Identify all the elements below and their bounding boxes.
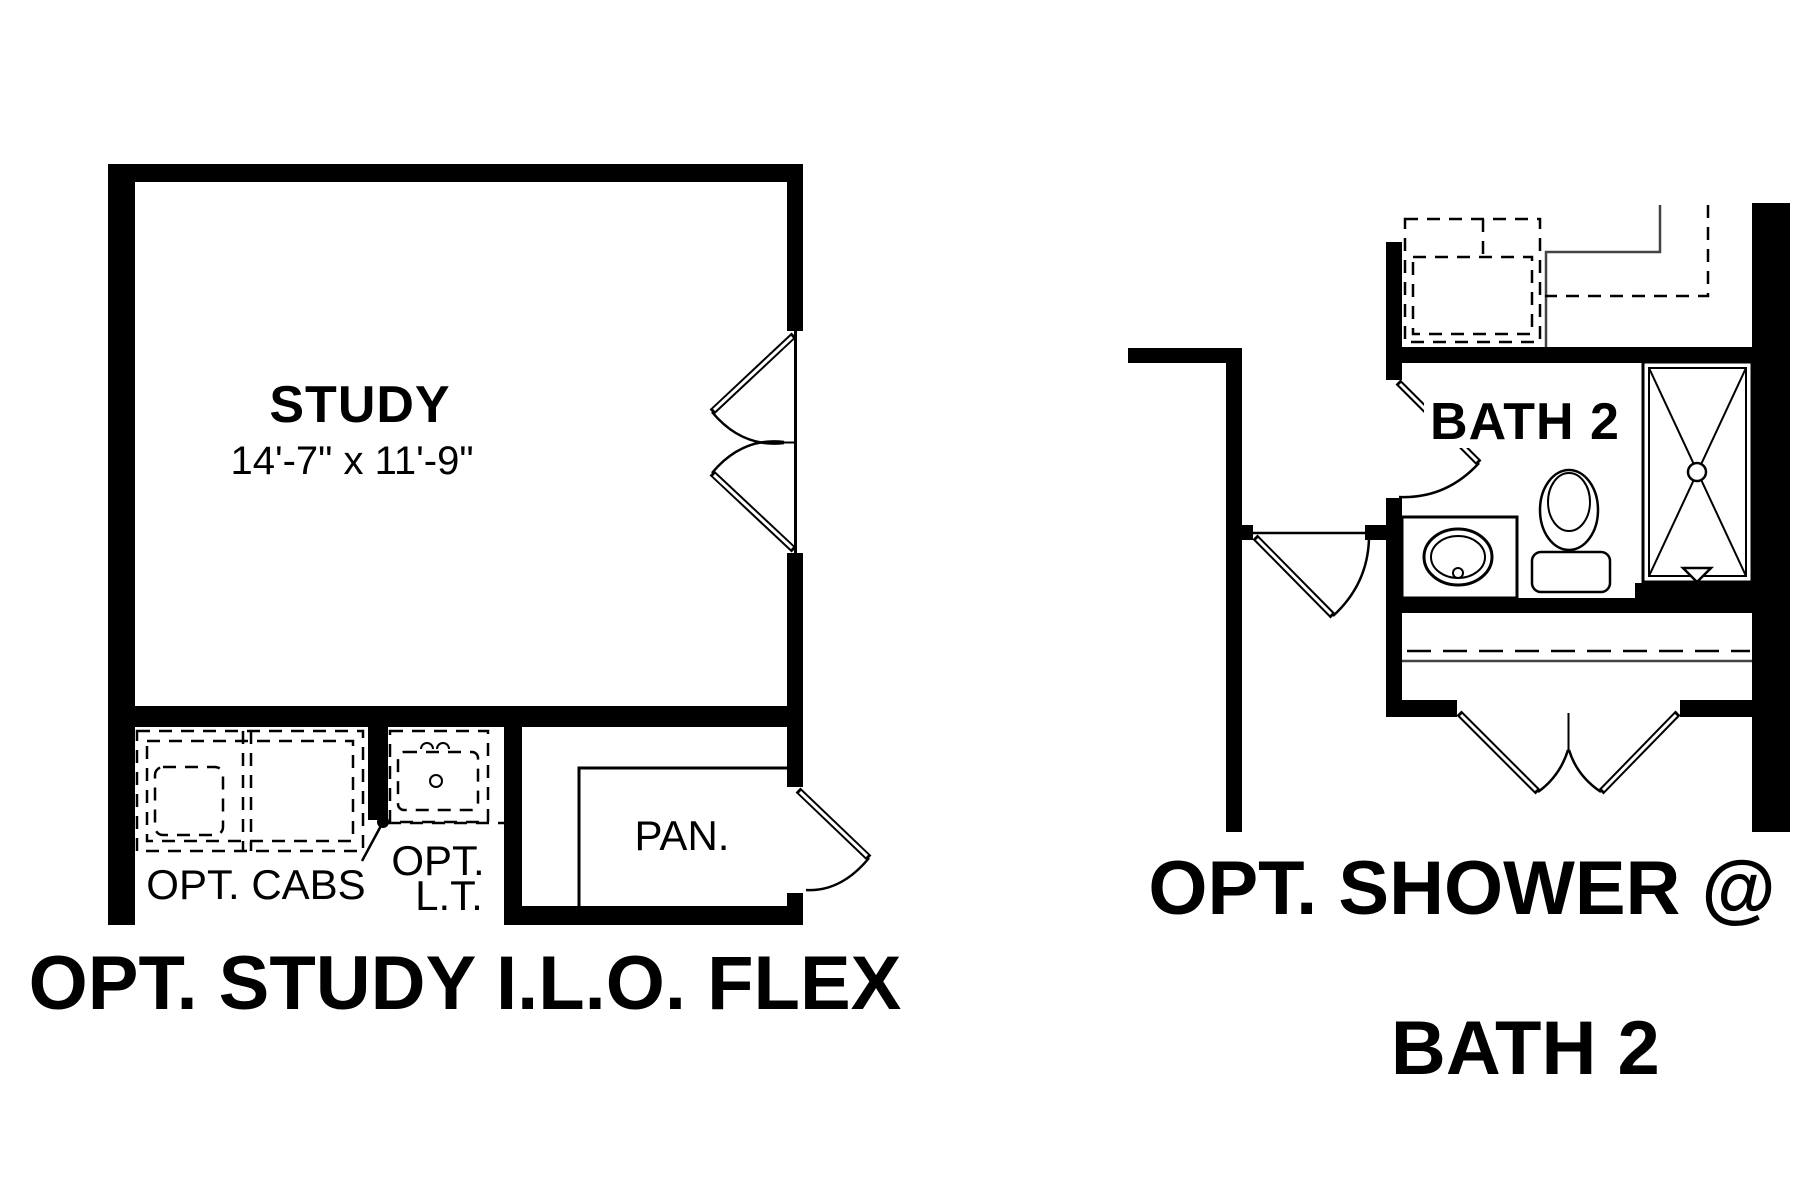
hall-door bbox=[1252, 531, 1371, 619]
study-walls bbox=[108, 164, 803, 925]
pantry-door bbox=[795, 787, 872, 892]
bath2-room-label: BATH 2 bbox=[1424, 396, 1626, 448]
pantry-label: PAN. bbox=[634, 812, 730, 859]
laundry-tub-sink bbox=[420, 742, 450, 788]
optional-cabinets-dashed bbox=[135, 729, 504, 853]
upper-step-dashed bbox=[1545, 205, 1710, 298]
study-plan bbox=[108, 164, 872, 925]
upper-step-line bbox=[1544, 205, 1662, 347]
opt-cabs-label: OPT. CABS bbox=[146, 861, 366, 908]
lt-leader bbox=[360, 816, 389, 862]
upper-cabinet-dashed bbox=[1403, 217, 1542, 344]
toilet bbox=[1530, 468, 1612, 594]
study-dimensions: 14'-7" x 11'-9" bbox=[230, 439, 474, 483]
vanity-sink bbox=[1400, 515, 1519, 600]
study-caption: OPT. STUDY I.L.O. FLEX bbox=[28, 941, 902, 1026]
opt-lt-label-line2: L.T. bbox=[415, 872, 483, 919]
french-doors bbox=[709, 332, 797, 553]
bath2-plan bbox=[1128, 203, 1790, 832]
bath2-caption: OPT. SHOWER @ BATH 2 bbox=[1148, 849, 1775, 1089]
pantry-outline bbox=[577, 766, 787, 912]
double-doors bbox=[1456, 710, 1681, 795]
bath2-caption-line2: BATH 2 bbox=[1390, 1006, 1660, 1091]
study-room-label: STUDY bbox=[269, 376, 451, 434]
bath2-caption-line1: OPT. SHOWER @ bbox=[1148, 846, 1776, 931]
opt-lt-label-line1: OPT. bbox=[391, 837, 485, 884]
bath2-walls bbox=[1128, 203, 1790, 832]
shower-stall bbox=[1641, 360, 1754, 584]
